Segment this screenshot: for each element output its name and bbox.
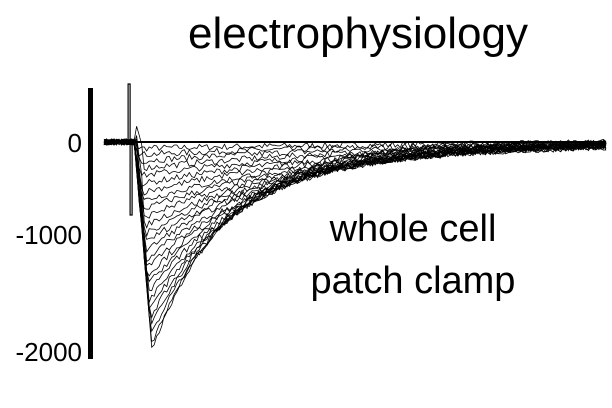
y-scale-bar [88,88,93,359]
y-tick-label: -2000 [15,337,83,367]
y-tick-label: -1000 [15,220,83,250]
y-tick-label: 0 [67,128,82,158]
current-trace [103,138,607,152]
annotation-line-2: patch clamp [310,260,516,302]
current-trace [103,138,607,320]
stimulus-artifact [127,83,133,216]
annotation-line-1: whole cell [329,208,497,250]
current-trace [103,138,607,326]
current-trace [103,139,607,188]
current-trace [103,138,607,349]
current-traces [103,83,607,349]
chart-title: electrophysiology [188,9,528,58]
current-trace [103,139,607,219]
current-trace [103,138,607,277]
current-trace [103,138,607,303]
